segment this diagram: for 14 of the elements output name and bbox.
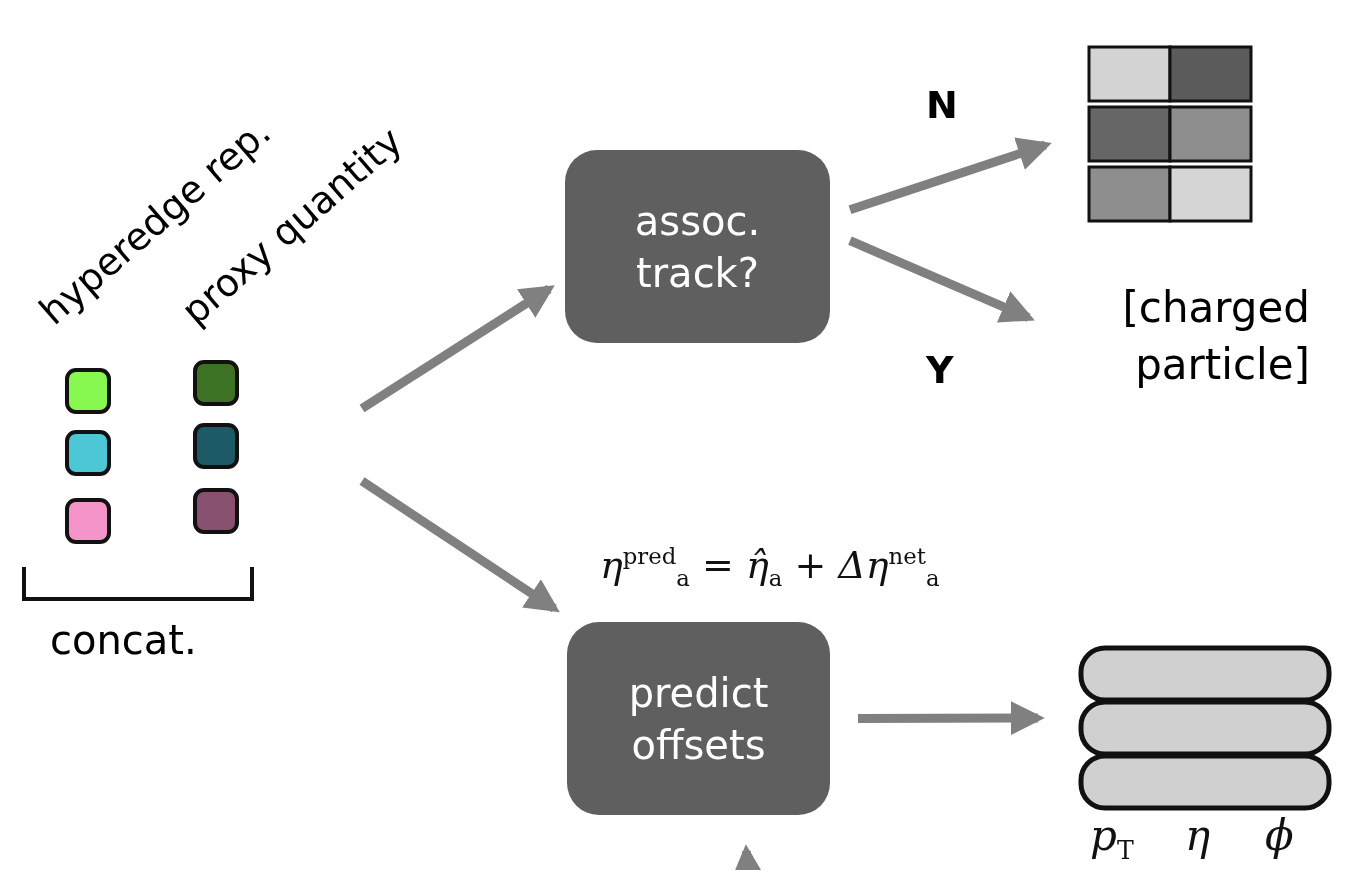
grid-drawing (1087, 45, 1253, 223)
axis-symbol: p$_{T}$ (1090, 815, 1134, 864)
output-label: [charged particle] (1040, 280, 1310, 430)
concat-label: concat. (50, 617, 197, 663)
axis-symbol: ϕ (1265, 815, 1294, 857)
axis-symbol: η (1185, 815, 1211, 857)
arrow (848, 236, 1035, 323)
arrow (359, 477, 560, 613)
process-box: assoc. track? (565, 150, 830, 343)
stacked-rows-drawing (1078, 645, 1332, 811)
arrow (848, 137, 1052, 215)
arrow (858, 701, 1045, 736)
process-box: predict offsets (567, 622, 830, 815)
arrow (359, 285, 555, 413)
